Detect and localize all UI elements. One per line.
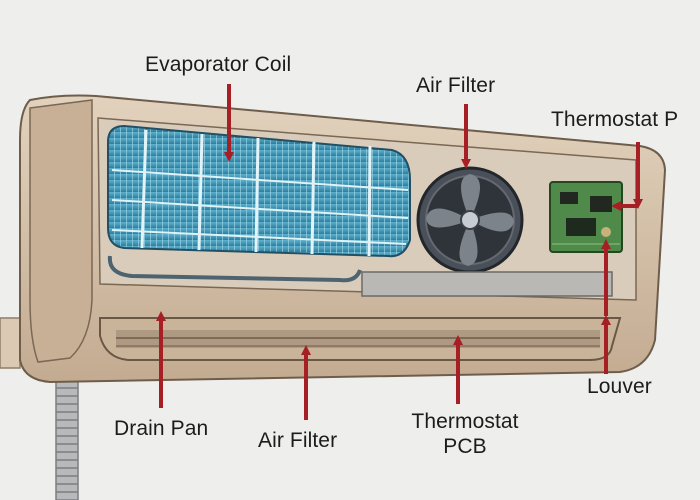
thermostat-pcb xyxy=(549,181,623,253)
front-panel xyxy=(29,99,93,363)
label-evaporator-coil: Evaporator Coil xyxy=(145,53,292,76)
label-louver: Louver xyxy=(587,375,652,398)
label-air-filter-bottom: Air Filter xyxy=(258,429,338,452)
label-thermostat-top: Thermostat P xyxy=(551,108,679,131)
louver-slats xyxy=(116,330,600,348)
wall-bracket xyxy=(0,317,21,369)
drain-tray xyxy=(361,271,613,297)
fan xyxy=(416,166,524,274)
louver-assembly xyxy=(99,317,622,361)
label-air-filter-top: Air Filter xyxy=(416,74,496,97)
label-thermostat-bottom-line1: Thermostat xyxy=(411,410,519,433)
evaporator-coil xyxy=(107,124,411,283)
label-thermostat-bottom-line2: PCB xyxy=(443,435,487,459)
label-drain-pan: Drain Pan xyxy=(114,417,209,440)
label-thermostat-bottom: Thermostat PCB xyxy=(400,409,530,459)
drain-hose xyxy=(55,377,79,500)
